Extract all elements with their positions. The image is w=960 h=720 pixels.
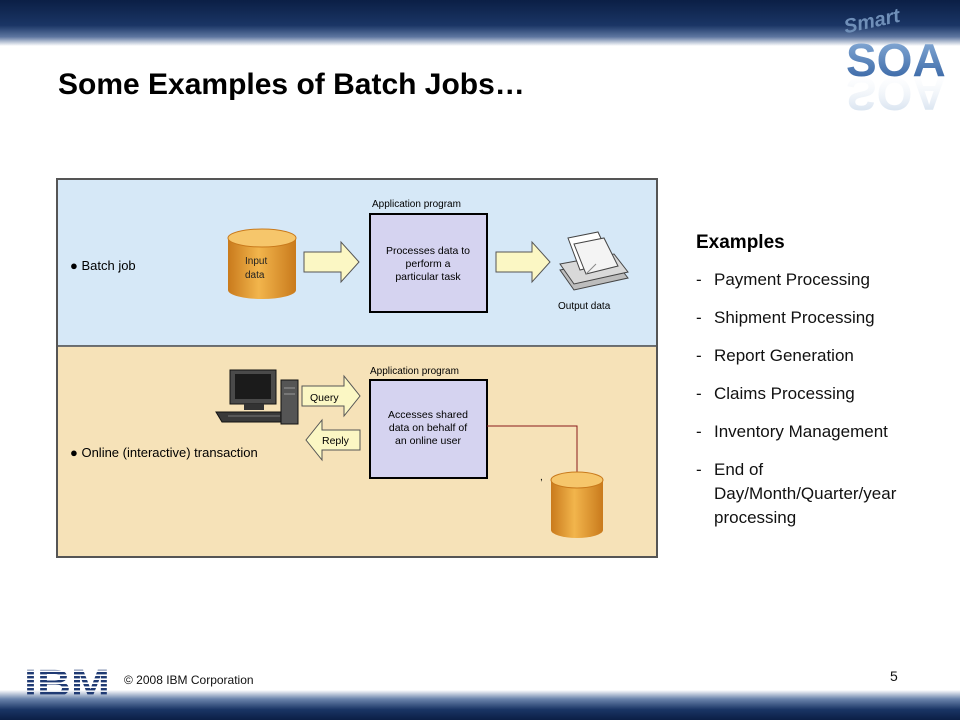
svg-text:data on behalf of: data on behalf of <box>389 422 467 434</box>
batch-output-arrow <box>495 240 551 284</box>
batch-input-arrow <box>303 240 360 284</box>
list-item: -Inventory Management <box>696 422 888 441</box>
svg-text:an online user: an online user <box>395 435 461 447</box>
smart-soa-logo: Smart SOA SOA <box>830 5 946 131</box>
svg-text:SOA: SOA <box>846 68 945 120</box>
reply-arrow <box>305 418 361 462</box>
output-data-icon <box>559 231 629 291</box>
copyright-notice: © 2008 IBM Corporation <box>124 673 254 687</box>
query-arrow <box>301 374 361 418</box>
svg-text:Processes data to: Processes data to <box>386 245 470 257</box>
reply-label: Reply <box>322 435 350 447</box>
examples-panel: Examples -Payment Processing -Shipment P… <box>696 232 951 544</box>
bottom-footer-band <box>0 690 960 720</box>
examples-heading: Examples <box>696 232 785 253</box>
shared-data-connector <box>487 425 578 474</box>
list-item: -Report Generation <box>696 346 854 365</box>
svg-text:Accesses shared: Accesses shared <box>388 409 468 421</box>
query-label: Query <box>310 392 339 404</box>
online-transaction-label: ● Online (interactive) transaction <box>70 445 258 460</box>
list-item: -Payment Processing <box>696 270 870 289</box>
batch-vs-online-diagram: ● Batch job Input data Application progr… <box>56 178 658 558</box>
svg-text:SOA: SOA <box>846 34 945 86</box>
page-number: 5 <box>890 668 898 684</box>
ibm-logo: IBM <box>22 660 117 705</box>
svg-text:perform a: perform a <box>406 258 451 270</box>
batch-process-box <box>369 213 488 313</box>
top-header-band <box>0 0 960 46</box>
svg-text:Input: Input <box>245 256 267 267</box>
svg-text:data: data <box>245 270 265 281</box>
examples-list: -Payment Processing -Shipment Processing… <box>696 268 951 530</box>
online-process-box <box>369 379 488 479</box>
shared-data-cylinder <box>550 471 604 538</box>
batch-app-title: Application program <box>372 199 461 210</box>
diagram-frame <box>56 178 658 558</box>
online-app-title: Application program <box>370 366 459 377</box>
slide-title: Some Examples of Batch Jobs… <box>58 68 525 101</box>
list-item: -Claims Processing <box>696 384 855 403</box>
svg-text:particular task: particular task <box>395 271 461 283</box>
input-data-cylinder: Input data <box>227 228 297 299</box>
list-item: -Shipment Processing <box>696 308 875 327</box>
svg-text:IBM: IBM <box>24 663 110 702</box>
computer-icon <box>215 369 299 425</box>
svg-text:,: , <box>540 472 543 483</box>
output-data-label: Output data <box>558 301 611 312</box>
batch-job-label: ● Batch job <box>70 258 136 273</box>
list-item: - End of Day/Month/Quarter/year processi… <box>696 460 897 527</box>
